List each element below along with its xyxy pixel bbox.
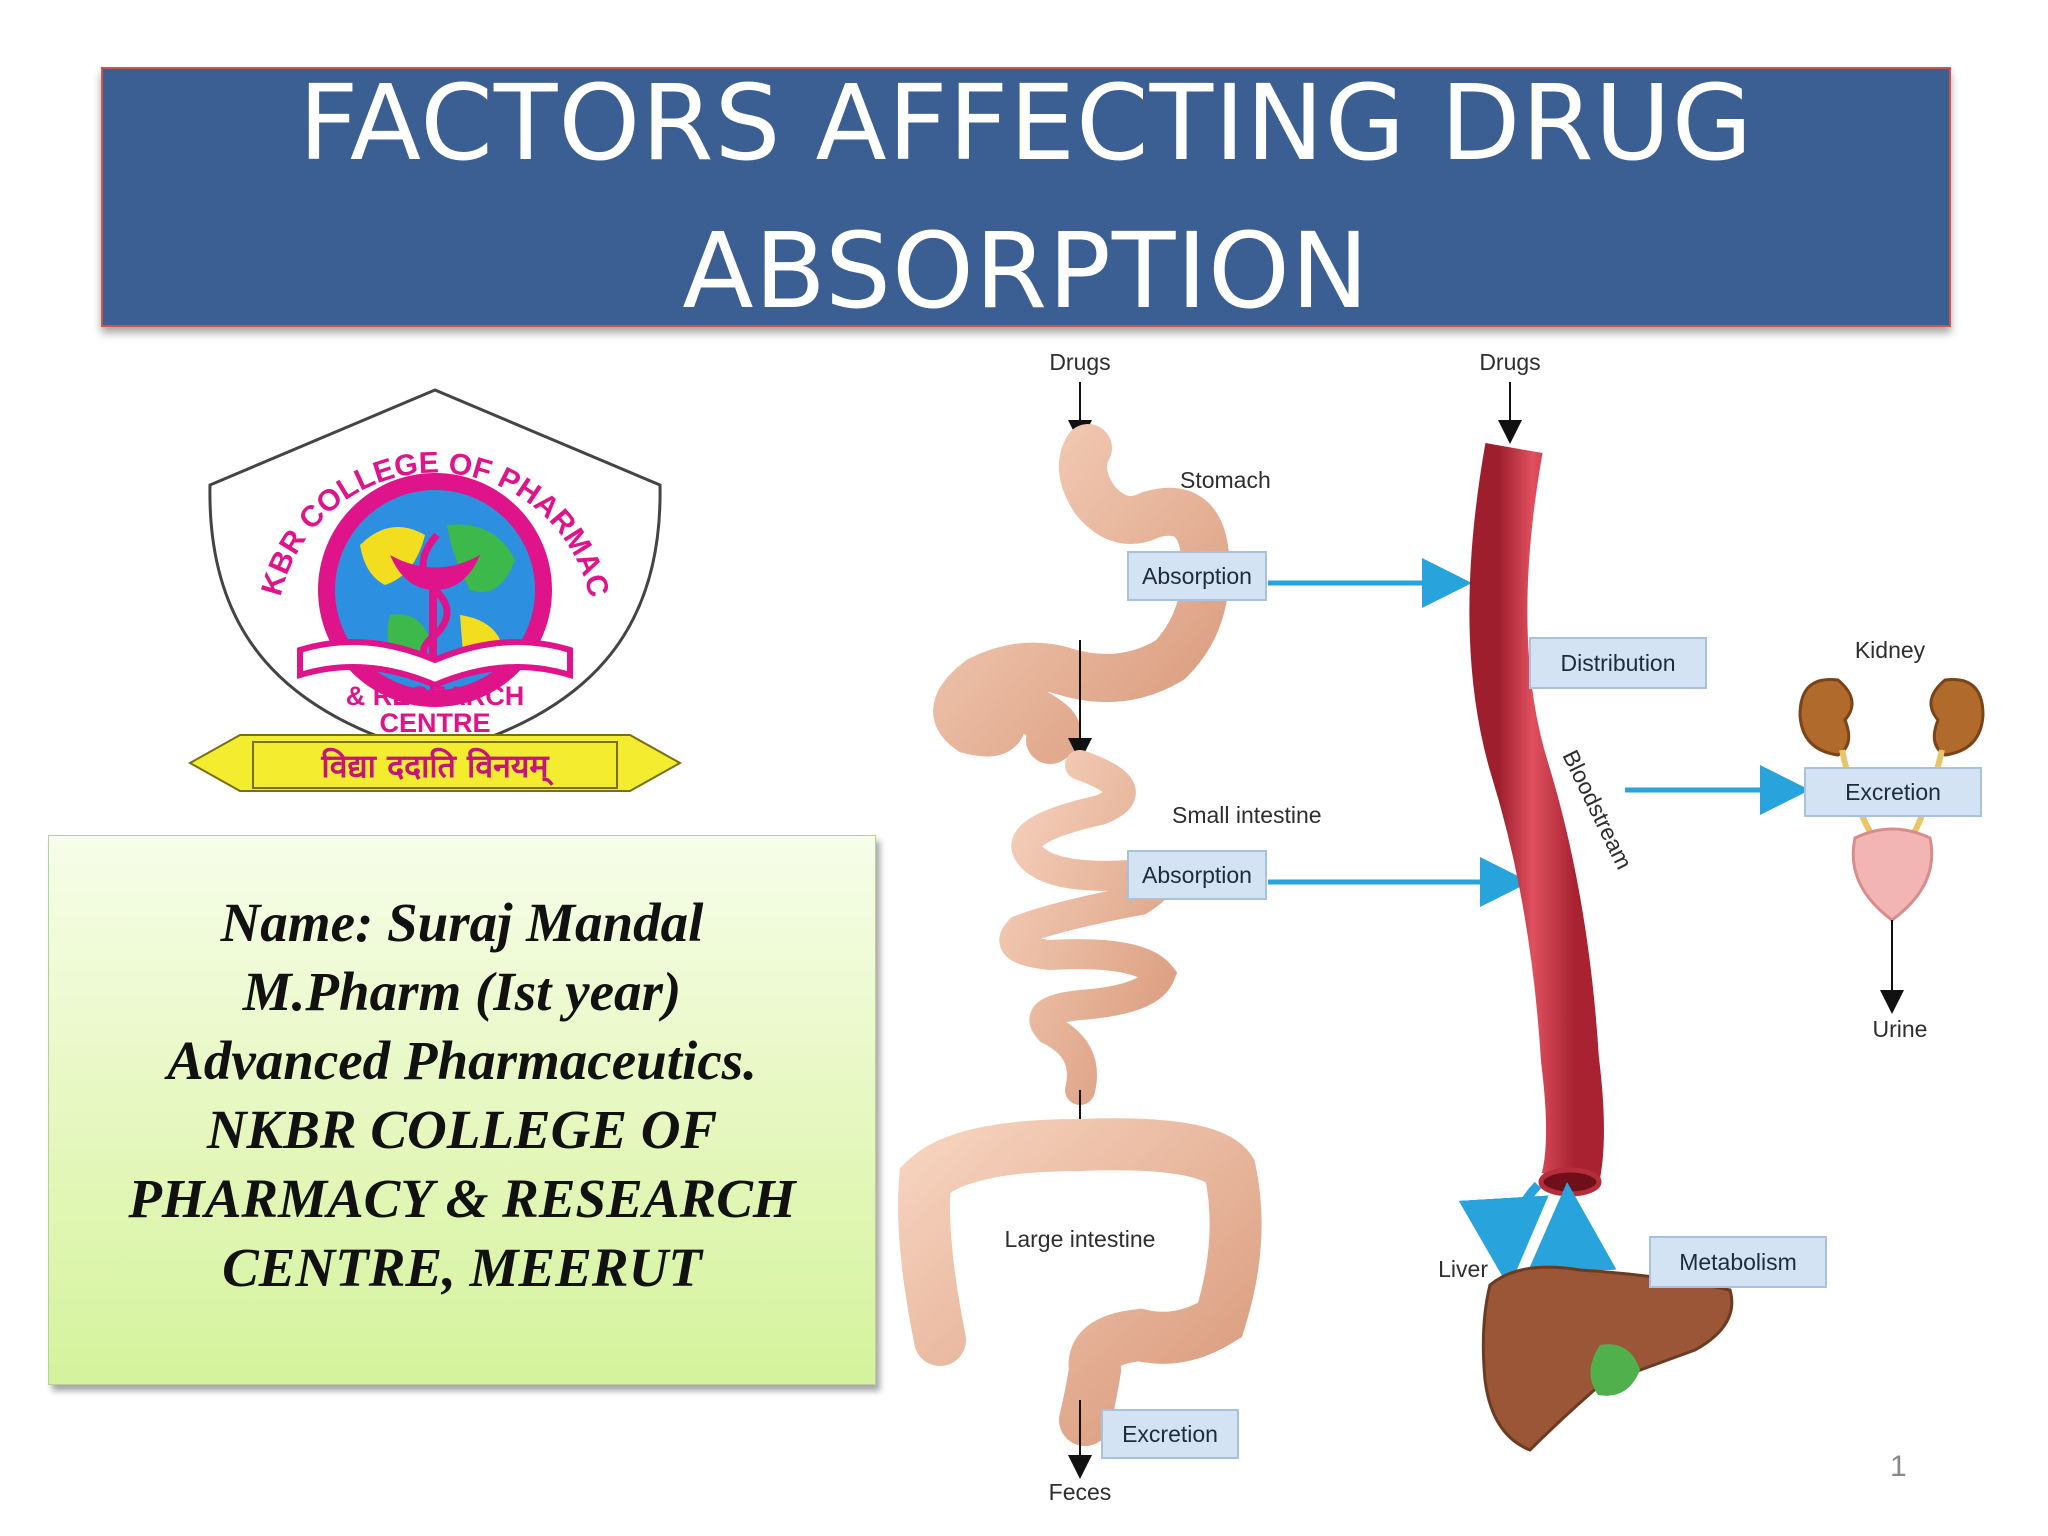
small-intestine-shape bbox=[999, 750, 1178, 1105]
presenter-name: Name: Suraj Mandal bbox=[220, 892, 704, 953]
label-small-intestine: Small intestine bbox=[1172, 802, 1322, 828]
kidney-right-icon bbox=[1929, 677, 1985, 757]
title-banner: FACTORS AFFECTING DRUG ABSORPTION bbox=[101, 62, 1951, 332]
presenter-college-line2: PHARMACY & RESEARCH bbox=[128, 1168, 796, 1229]
svg-text:Distribution: Distribution bbox=[1560, 650, 1675, 676]
bloodstream-vessel bbox=[1469, 442, 1604, 1188]
bowl-icon bbox=[390, 555, 480, 590]
presenter-subject: Advanced Pharmaceutics. bbox=[167, 1030, 757, 1091]
svg-text:Absorption: Absorption bbox=[1142, 563, 1252, 589]
arrow-vessel-to-liver bbox=[1458, 1181, 1549, 1288]
presenter-college-line3: CENTRE, MEERUT bbox=[222, 1237, 702, 1298]
slide-title-line-2: ABSORPTION bbox=[682, 210, 1370, 332]
label-large-intestine: Large intestine bbox=[1005, 1226, 1156, 1252]
box-excretion-kidney: Excretion bbox=[1804, 767, 1982, 817]
college-logo: NKBR COLLEGE OF PHARMACY & RESEARCH CENT… bbox=[185, 385, 683, 792]
label-drugs-right: Drugs bbox=[1479, 349, 1540, 375]
presenter-college-line1: NKBR COLLEGE OF bbox=[206, 1099, 718, 1160]
kidney-left-icon bbox=[1798, 677, 1854, 757]
label-urine: Urine bbox=[1873, 1016, 1928, 1042]
gallbladder-icon bbox=[1590, 1344, 1640, 1396]
label-drugs-left: Drugs bbox=[1049, 349, 1110, 375]
vessel-opening bbox=[1538, 1167, 1602, 1197]
label-liver: Liver bbox=[1438, 1256, 1488, 1282]
box-absorption-intestine: Absorption bbox=[1127, 850, 1267, 900]
large-intestine-shape bbox=[898, 1118, 1262, 1446]
box-absorption-stomach: Absorption bbox=[1127, 551, 1267, 601]
serpent-icon bbox=[419, 532, 451, 669]
svg-text:Excretion: Excretion bbox=[1845, 779, 1941, 805]
svg-text:Metabolism: Metabolism bbox=[1679, 1249, 1797, 1275]
logo-research-line1: & RESEARCH bbox=[346, 681, 525, 711]
logo-research-line2: CENTRE bbox=[379, 708, 490, 738]
label-feces: Feces bbox=[1049, 1479, 1112, 1505]
box-excretion-feces: Excretion bbox=[1101, 1409, 1239, 1459]
drug-pathway-diagram: Drugs Stomach Small intestine Large inte… bbox=[898, 349, 1985, 1505]
bladder-icon bbox=[1851, 827, 1934, 922]
svg-text:Excretion: Excretion bbox=[1122, 1421, 1218, 1447]
box-distribution: Distribution bbox=[1529, 637, 1707, 689]
presenter-info-box: Name: Suraj Mandal M.Pharm (Ist year) Ad… bbox=[48, 835, 876, 1385]
arrow-liver-to-vessel bbox=[1526, 1182, 1617, 1278]
stomach-shape bbox=[933, 424, 1230, 764]
label-stomach: Stomach bbox=[1180, 467, 1271, 493]
page-number: 1 bbox=[1890, 1450, 1907, 1483]
svg-text:Absorption: Absorption bbox=[1142, 862, 1252, 888]
box-metabolism: Metabolism bbox=[1649, 1236, 1827, 1288]
presenter-course: M.Pharm (Ist year) bbox=[242, 961, 682, 1022]
logo-motto: विद्या ददाति विनयम् bbox=[320, 747, 553, 786]
label-kidney: Kidney bbox=[1855, 637, 1926, 663]
book-icon bbox=[297, 639, 573, 689]
slide-title-line-1: FACTORS AFFECTING DRUG bbox=[298, 62, 1754, 184]
